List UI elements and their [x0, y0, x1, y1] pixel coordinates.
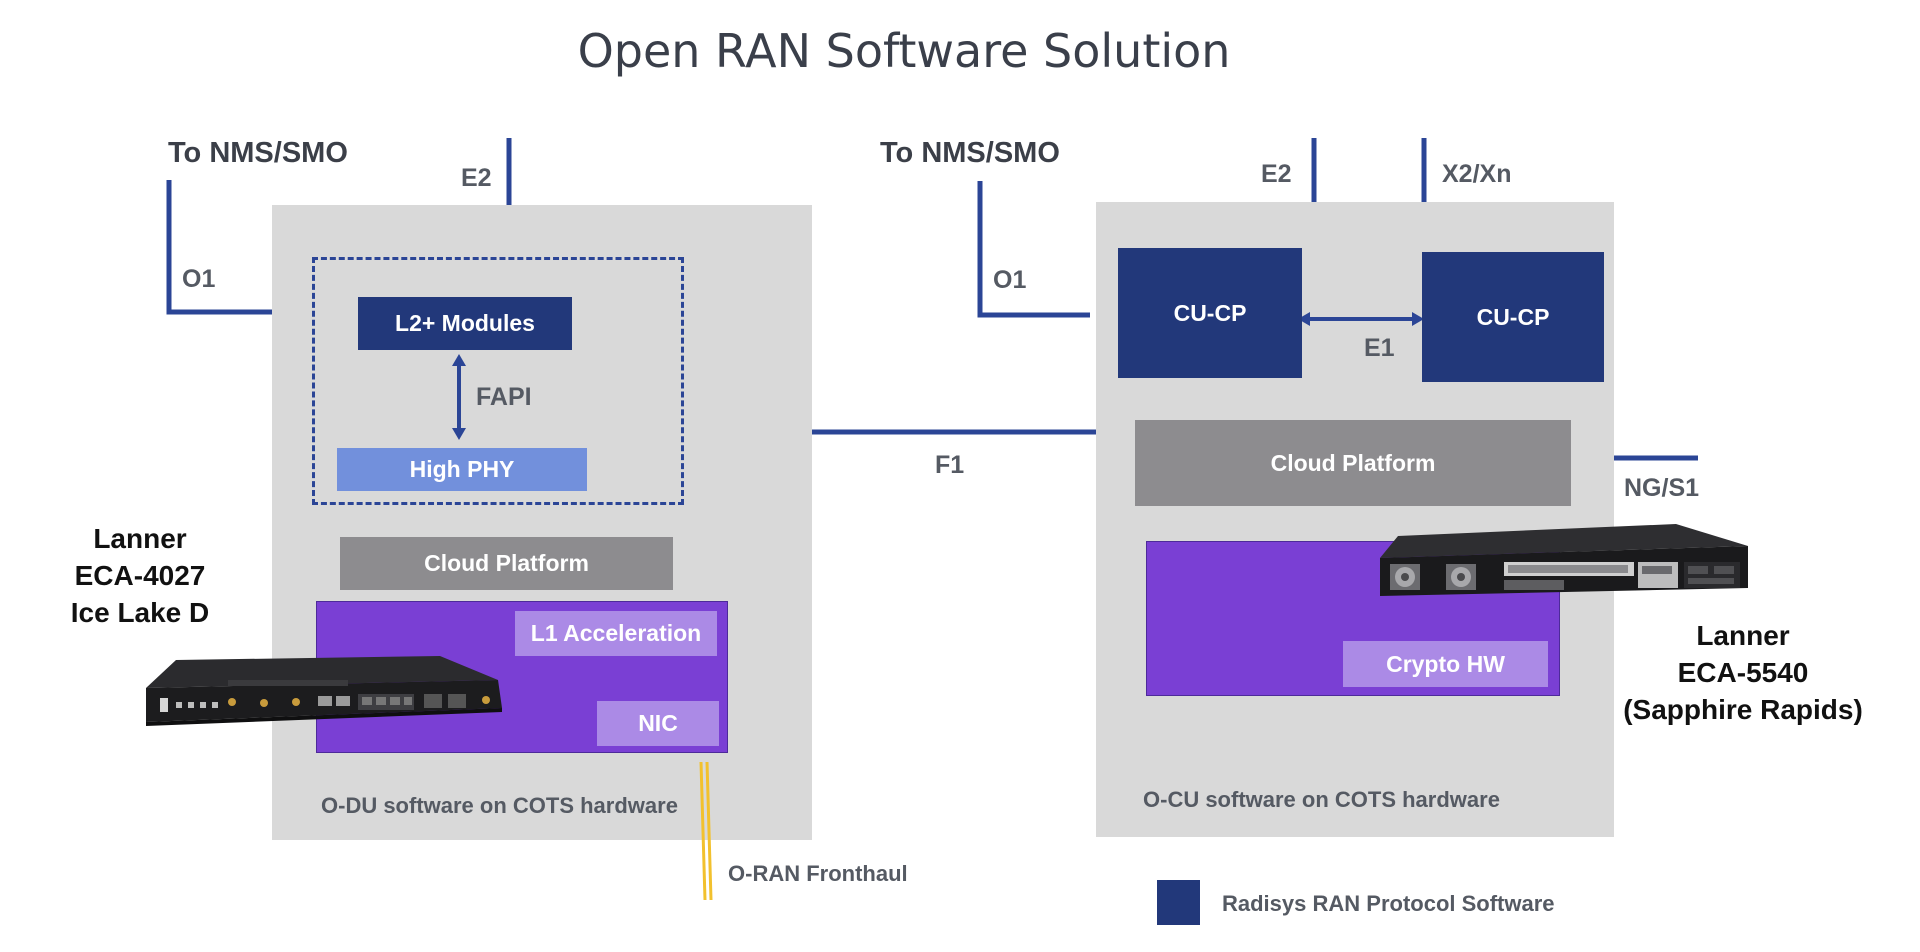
e1-arrowhead-right	[1412, 312, 1424, 326]
fapi-label: FAPI	[476, 383, 532, 411]
ocu-device-cpu: (Sapphire Rapids)	[1623, 694, 1863, 725]
fronthaul-label: O-RAN Fronthaul	[728, 861, 908, 886]
ng-s1-label: NG/S1	[1624, 474, 1700, 502]
nic-block: NIC	[597, 701, 719, 746]
odu-device-label: Lanner ECA-4027 Ice Lake D	[50, 520, 230, 631]
cu-cp-left-block: CU-CP	[1118, 248, 1302, 378]
odu-footer-label: O-DU software on COTS hardware	[321, 793, 678, 818]
ocu-e2-label: E2	[1261, 160, 1292, 188]
cu-cp-right-block: CU-CP	[1422, 252, 1604, 382]
odu-o1-label: O1	[182, 265, 216, 293]
e1-label: E1	[1364, 334, 1395, 362]
odu-o1-line	[166, 180, 272, 315]
page-title: Open RAN Software Solution	[577, 24, 1231, 78]
ocu-o1-line	[977, 181, 1090, 318]
odu-to-nms-label: To NMS/SMO	[168, 137, 348, 169]
l1-acceleration-block: L1 Acceleration	[515, 611, 717, 656]
fronthaul-line-a	[699, 761, 707, 901]
ocu-footer-label: O-CU software on COTS hardware	[1143, 787, 1500, 812]
legend-swatch	[1157, 880, 1200, 925]
f1-label: F1	[935, 451, 965, 479]
ocu-device-model: ECA-5540	[1677, 657, 1809, 688]
ocu-server-image	[1380, 524, 1748, 596]
ocu-cloud-platform-block: Cloud Platform	[1135, 420, 1571, 506]
odu-e2-label: E2	[461, 164, 492, 192]
odu-software-boundary	[312, 257, 684, 505]
ocu-device-label: Lanner ECA-5540 (Sapphire Rapids)	[1610, 617, 1876, 728]
legend-label: Radisys RAN Protocol Software	[1222, 891, 1555, 916]
ocu-o1-label: O1	[993, 266, 1027, 294]
high-phy-block: High PHY	[337, 448, 587, 491]
odu-server-image	[146, 656, 502, 726]
e1-arrowhead-left	[1298, 312, 1310, 326]
x2xn-label: X2/Xn	[1442, 160, 1512, 188]
fapi-arrowhead-up	[452, 354, 466, 366]
fapi-arrowhead-down	[452, 428, 466, 440]
odu-device-cpu: Ice Lake D	[70, 597, 210, 628]
ocu-device-vendor: Lanner	[1696, 620, 1790, 651]
l2-modules-block: L2+ Modules	[358, 297, 572, 350]
ocu-to-nms-label: To NMS/SMO	[880, 137, 1060, 169]
odu-device-model: ECA-4027	[74, 560, 206, 591]
odu-cloud-platform-block: Cloud Platform	[340, 537, 673, 590]
crypto-hw-block: Crypto HW	[1343, 641, 1548, 687]
fronthaul-line-b	[705, 761, 713, 901]
odu-device-vendor: Lanner	[93, 523, 187, 554]
